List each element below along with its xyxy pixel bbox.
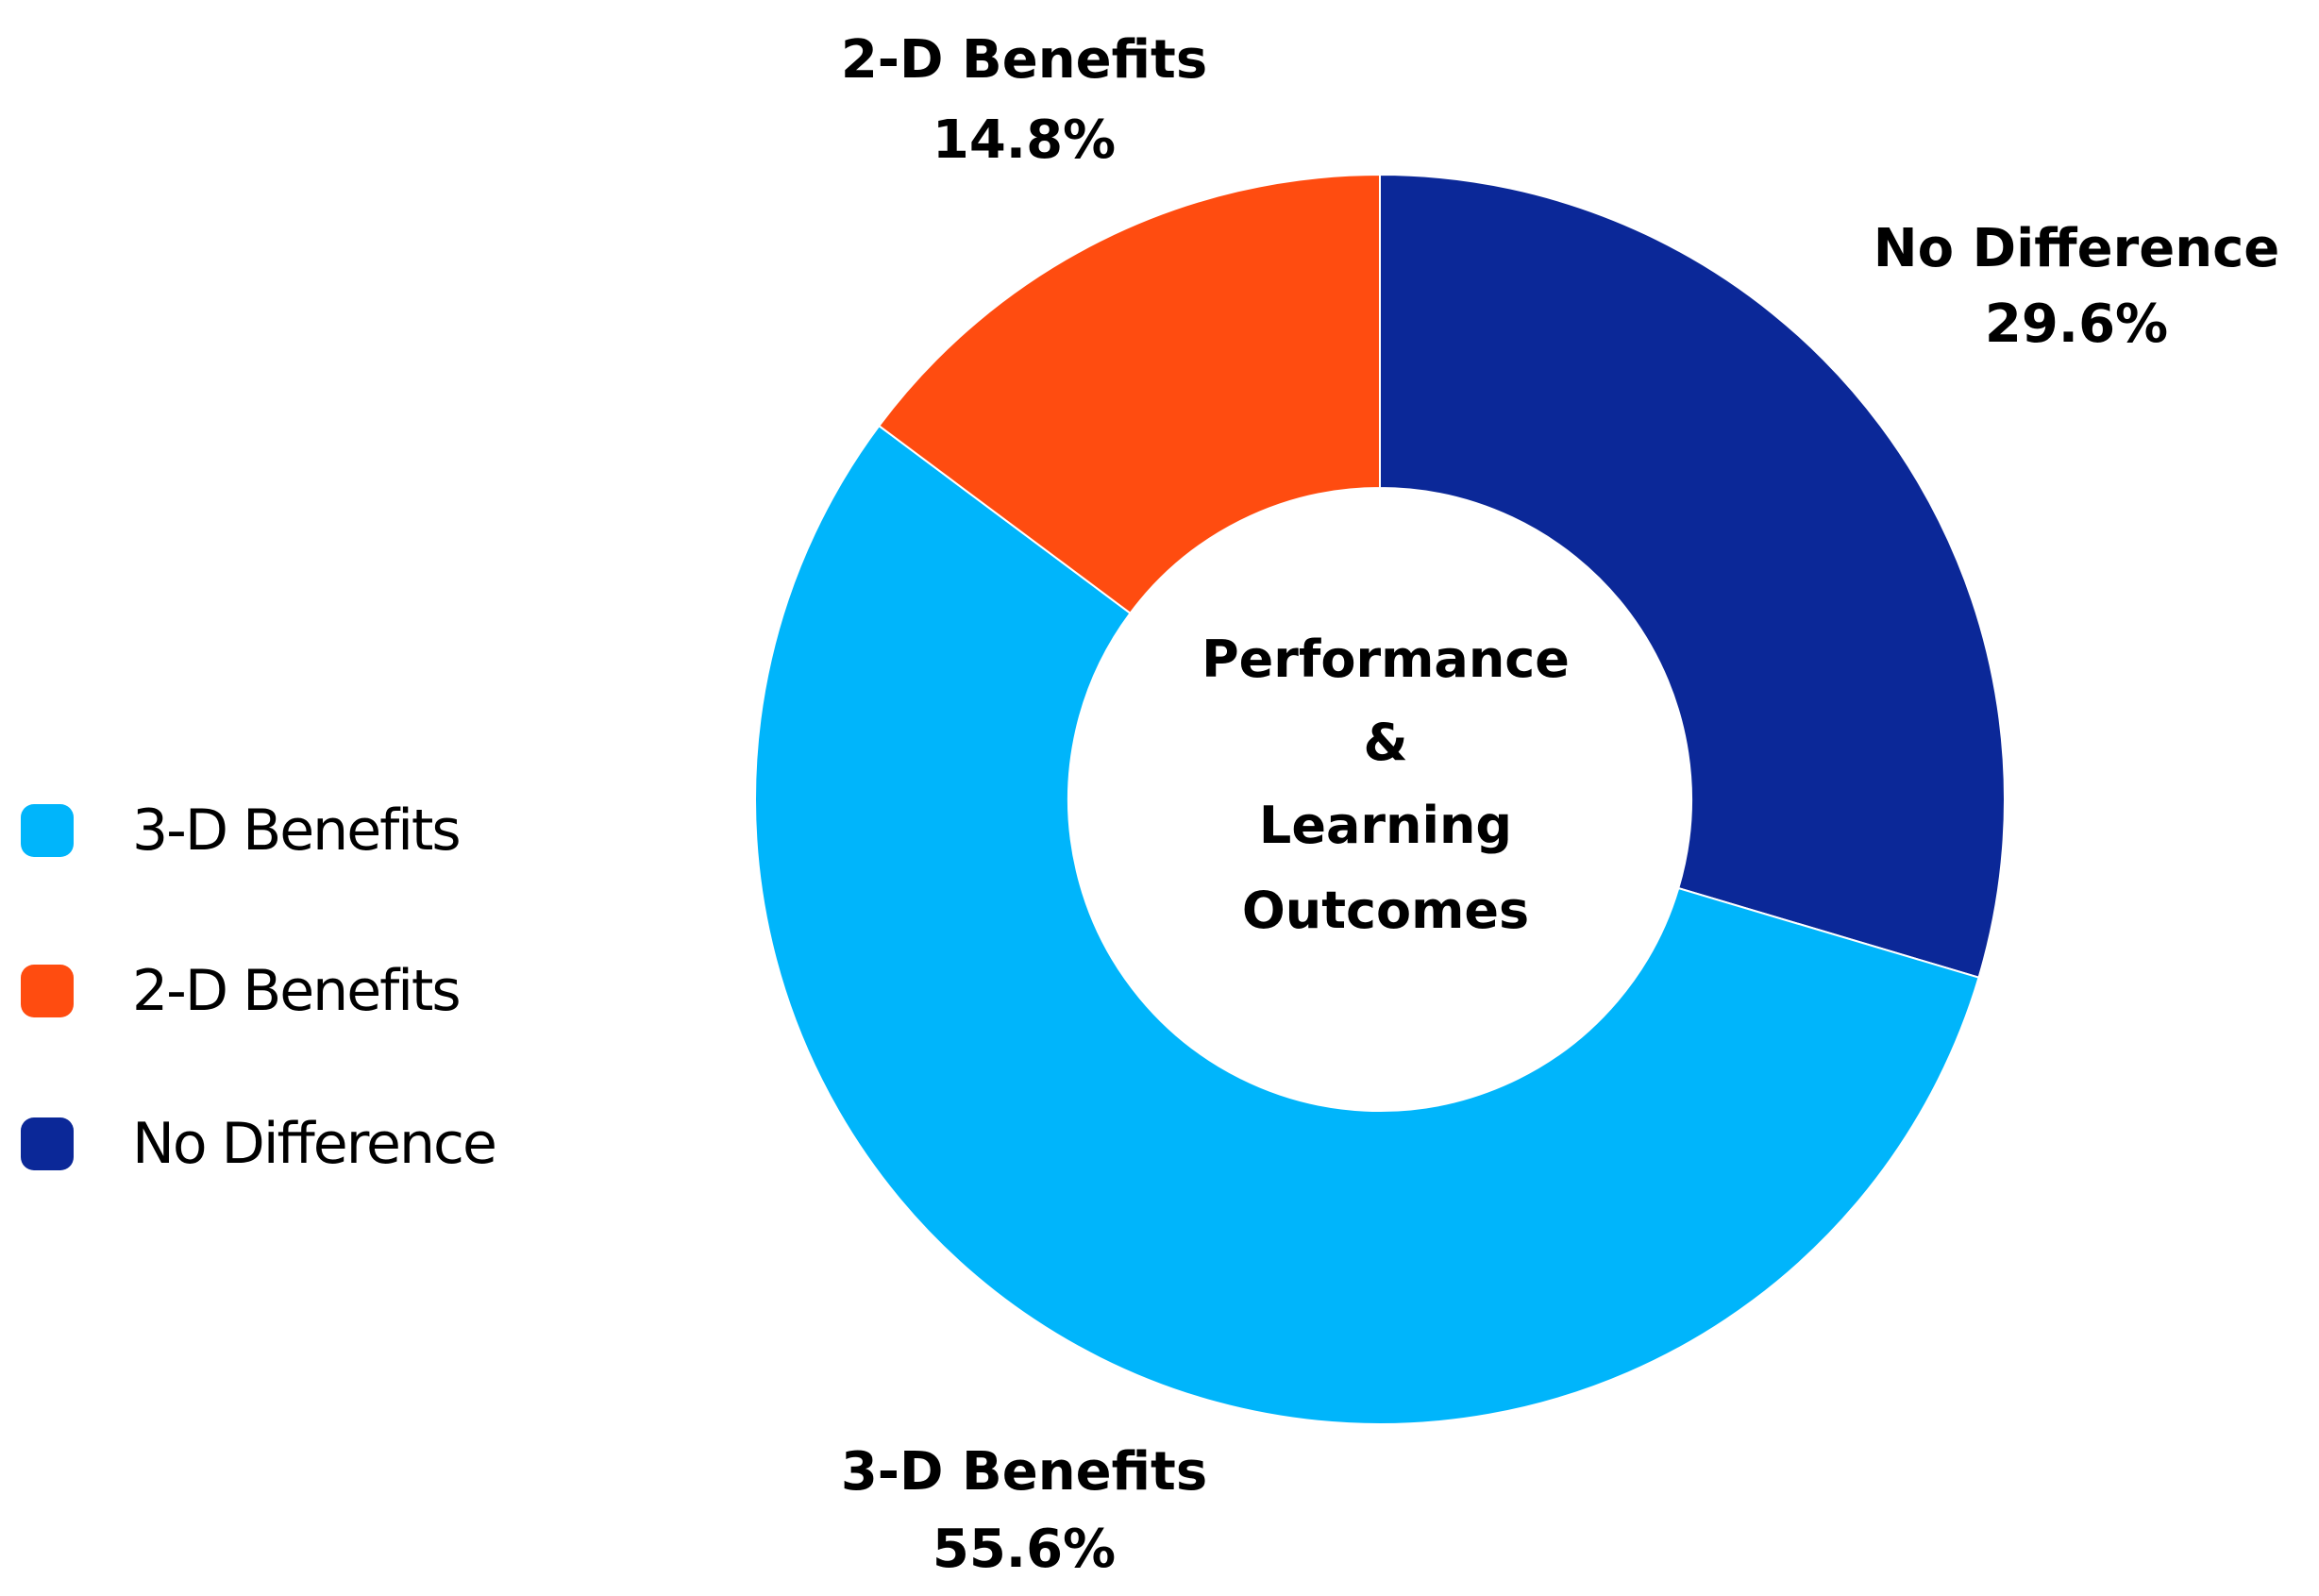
slice-value-3-d-benefits: 55.6%: [933, 1519, 1116, 1580]
slice-label-3-d-benefits: 3-D Benefits: [841, 1441, 1207, 1503]
center-text-line: Performance: [1202, 630, 1570, 689]
legend-swatch-no-difference: [21, 1117, 74, 1170]
slice-label-no-difference: No Difference: [1874, 218, 2280, 279]
legend-label-2-d-benefits: 2-D Benefits: [132, 958, 460, 1024]
legend-swatch-3-d-benefits: [21, 804, 74, 857]
slice-value-2-d-benefits: 14.8%: [933, 109, 1116, 171]
center-text-line: Learning: [1259, 796, 1512, 855]
slice-2-d-benefits: [877, 173, 1381, 615]
center-text-line: Outcomes: [1242, 881, 1529, 940]
center-text-line: &: [1363, 713, 1407, 772]
legend: 3-D Benefits 2-D Benefits No Difference: [21, 798, 497, 1177]
legend-label-3-d-benefits: 3-D Benefits: [132, 798, 460, 864]
slice-3-d-benefits: [754, 424, 1980, 1425]
legend-label-no-difference: No Difference: [132, 1111, 496, 1177]
slice-label-2-d-benefits: 2-D Benefits: [841, 29, 1207, 91]
legend-swatch-2-d-benefits: [21, 965, 74, 1017]
slices-layer: [754, 173, 2006, 1425]
slice-no-difference: [1379, 173, 2006, 979]
slice-labels: No Difference 29.6% 3-D Benefits 55.6% 2-D B…: [841, 29, 2279, 1580]
slice-value-no-difference: 29.6%: [1985, 294, 2168, 355]
